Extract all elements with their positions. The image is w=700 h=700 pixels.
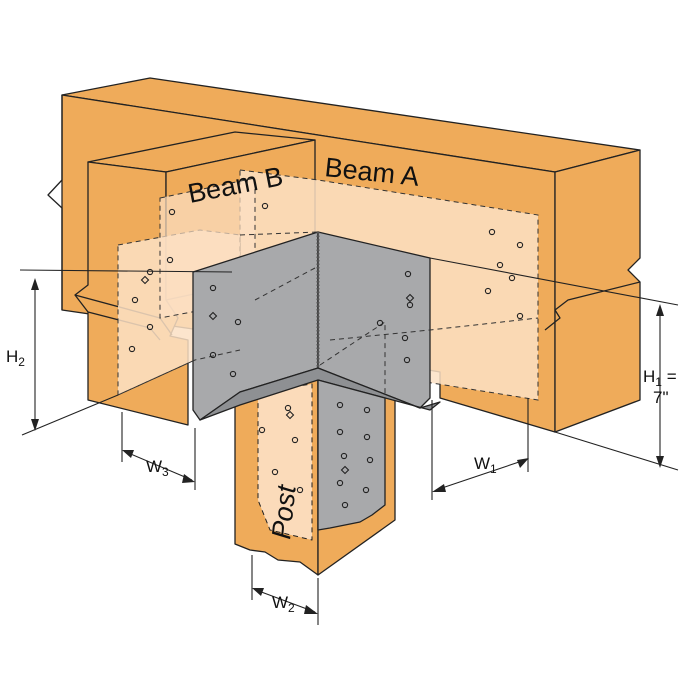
w2-dim-line — [255, 589, 316, 613]
nail-hole-icon — [362, 486, 370, 494]
nail-hole-icon — [258, 426, 266, 434]
beam-a-end — [554, 149, 641, 433]
nail-hole-icon — [271, 468, 279, 476]
nail-hole-icon — [363, 433, 371, 441]
nail-hole-icon — [296, 486, 304, 494]
h1-label: H1 = — [643, 367, 677, 389]
nail-hole-icon — [404, 270, 412, 278]
nail-hole-icon — [336, 479, 344, 487]
metal-cap — [192, 231, 441, 531]
nail-hole-icon — [366, 456, 374, 464]
nail-hole-icon — [261, 202, 269, 210]
w3-label: W3 — [146, 457, 169, 479]
nail-hole-icon — [291, 436, 299, 444]
nail-hole-icon — [340, 452, 348, 460]
nail-hole-icon — [363, 406, 371, 414]
dimension-arrows — [31, 278, 664, 614]
nail-hole-icon — [166, 256, 174, 264]
bolt-hole-icon — [208, 311, 218, 321]
nail-hole-icon — [406, 301, 414, 309]
h1-ext-bottom — [554, 431, 679, 471]
hidden-edges — [117, 231, 539, 398]
w2-label: W2 — [272, 593, 295, 615]
nail-hole-icon — [209, 351, 217, 359]
h2-label: H2 — [6, 347, 25, 369]
nail-hole-icon — [341, 501, 349, 509]
nail-hole-icon — [508, 274, 516, 282]
bolt-hole-icon — [405, 293, 415, 303]
nail-hole-icon — [131, 296, 139, 304]
nail-hole-icon — [284, 404, 292, 412]
nail-hole-icon — [229, 370, 237, 378]
nail-hole-icon — [516, 312, 524, 320]
nail-hole-icon — [484, 287, 492, 295]
nail-hole-icon — [488, 228, 496, 236]
nail-hole-icon — [376, 319, 384, 327]
cap-seat — [199, 367, 441, 421]
nail-hole-icon — [336, 428, 344, 436]
bolt-hole-icon — [285, 410, 295, 420]
h1-value: 7" — [653, 388, 669, 407]
nail-hole-icon — [146, 323, 154, 331]
w1-dim-line — [435, 459, 526, 491]
nail-hole-icon — [168, 208, 176, 216]
w1-label: W1 — [474, 454, 497, 476]
h2-ext-top — [19, 269, 233, 273]
nail-hole-icon — [336, 401, 344, 409]
nail-hole-icon — [496, 261, 504, 269]
nail-hole-icon — [146, 268, 154, 276]
bolt-hole-icon — [340, 465, 350, 475]
bolt-hole-icon — [140, 275, 150, 285]
h1-ext-top — [429, 257, 679, 306]
nail-hole-icon — [516, 241, 524, 249]
post-label: Post — [266, 482, 302, 540]
h2-ext-bottom — [21, 394, 119, 436]
nail-hole-icon — [234, 318, 242, 326]
cap-post-strap — [317, 379, 386, 531]
nail-hole-icon — [209, 284, 217, 292]
nail-hole-icon — [403, 356, 411, 364]
nail-hole-icon — [128, 345, 136, 353]
nail-hole-icon — [401, 334, 409, 342]
w3-dim-line — [125, 451, 193, 481]
dimension-lines — [19, 257, 679, 625]
fastener-group — [128, 202, 524, 509]
